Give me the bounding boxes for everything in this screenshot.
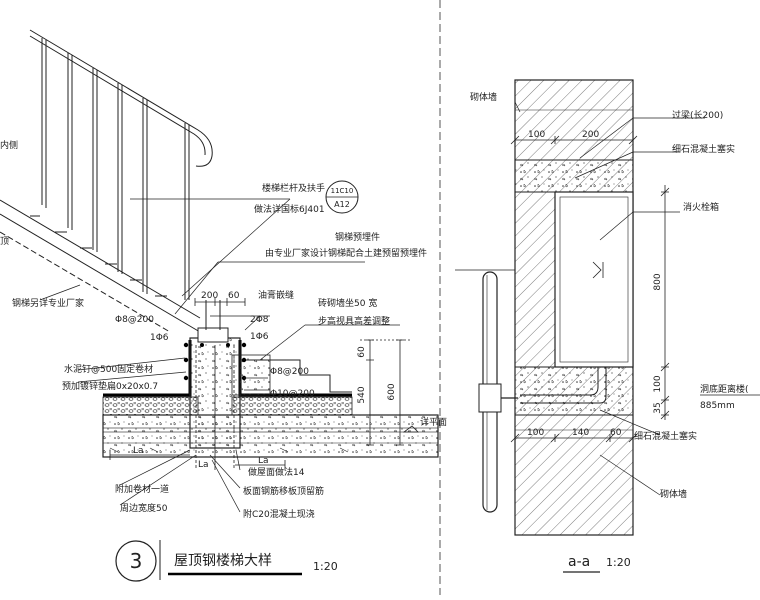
label-wall-bottom: 砌体墙	[660, 488, 687, 500]
dim-200: 200	[201, 291, 218, 301]
label-hole-height-value: 885mm	[700, 401, 735, 411]
title-number-circle	[115, 540, 157, 582]
label-stair-supplier: 钢梯另详专业厂家	[12, 297, 84, 309]
label-slab-note: 板面钢筋移板顶留筋	[243, 485, 324, 497]
dim-540: 540	[357, 386, 367, 403]
roof-section	[102, 300, 439, 470]
label-embed-note: 由专业厂家设计钢梯配合土建预留预埋件	[265, 247, 427, 259]
left-scale: 1:20	[313, 560, 338, 573]
dims-left	[109, 298, 419, 470]
label-surface: 详平面	[420, 416, 447, 428]
dim-right-35: 35	[653, 402, 663, 413]
label-add-membrane: 附加卷材一道	[115, 483, 169, 495]
title-number: 3	[130, 549, 143, 573]
label-fine-concrete-bottom: 细石混凝土塞实	[634, 430, 697, 442]
leader-lines-left	[39, 198, 400, 513]
label-width-note: 周边宽度50	[120, 502, 168, 514]
dim-right-140: 140	[572, 428, 589, 438]
dim-right-100-top: 100	[528, 130, 545, 140]
label-rebar-4: 1Φ6	[250, 332, 269, 342]
label-brick-wall: 砖砌墙坐50 宽	[318, 297, 377, 309]
label-nail: 水泥钉@500固定卷材	[64, 363, 153, 375]
dims-right	[510, 135, 670, 443]
label-lintel: 过梁(长200)	[672, 109, 723, 121]
label-wall-top: 砌体墙	[470, 91, 497, 103]
callout-bottom: A12	[334, 200, 350, 209]
dim-right-200-top: 200	[582, 130, 599, 140]
dim-right-60: 60	[610, 428, 622, 438]
dim-la3: La	[258, 456, 269, 466]
dim-600: 600	[387, 383, 397, 400]
label-embed: 钢梯预埋件	[335, 231, 380, 243]
dim-60b: 60	[357, 346, 367, 358]
label-concrete: 附C20混凝土现浇	[243, 508, 315, 520]
dim-right-100-mid: 100	[653, 375, 663, 392]
label-fine-concrete-top: 细石混凝土塞实	[672, 143, 735, 155]
label-hole-height: 洞底距离楼(	[700, 383, 749, 395]
label-finish: 做屋面做法14	[248, 466, 305, 478]
side-note-top: 内侧	[0, 139, 18, 151]
label-rebar-1: Φ8@200	[115, 315, 154, 325]
label-flat-bar: 预加镀锌垫扁0x20x0.7	[62, 380, 158, 392]
label-rebar-2: 1Φ6	[150, 333, 169, 343]
dim-right-100-bot: 100	[527, 428, 544, 438]
dim-la1: La	[133, 446, 144, 456]
wall-section	[455, 79, 634, 536]
label-brick-wall-note: 步高视具高差调整	[318, 315, 390, 327]
stair-railing	[0, 29, 213, 333]
left-title: 屋顶钢楼梯大样	[174, 553, 272, 569]
dim-60: 60	[228, 291, 240, 301]
callout-top: 11C10	[331, 187, 354, 195]
label-sealant: 油膏嵌缝	[258, 289, 294, 301]
dim-right-800: 800	[653, 273, 663, 290]
label-rebar-6: Φ10@200	[270, 389, 315, 399]
right-title: a-a	[568, 554, 590, 570]
label-railing-ref: 做法详国标6J401	[254, 203, 325, 215]
right-scale: 1:20	[606, 556, 631, 569]
leader-lines-right	[514, 101, 760, 496]
side-note-mid: 顶	[0, 236, 9, 247]
label-railing: 楼梯栏杆及扶手	[262, 182, 325, 194]
label-rebar-5: Φ8@200	[270, 367, 309, 377]
label-rebar-3: 2Φ8	[250, 315, 269, 325]
dim-la2: La	[198, 460, 209, 470]
label-hydrant: 消火栓箱	[683, 201, 719, 213]
